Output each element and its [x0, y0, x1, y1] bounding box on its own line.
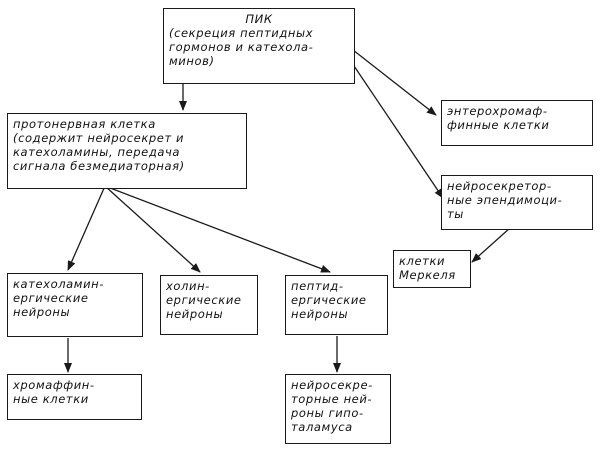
node-line: ПИК: [245, 12, 273, 26]
edge-pik-to-enterochromaffin: [352, 49, 437, 116]
edge-protoneural-to-peptidergic: [104, 185, 331, 273]
node-line: нейросекретор-: [447, 179, 552, 193]
node-line: клетки: [399, 254, 446, 268]
node-neurosecretory-ependymocytes: нейросекретор- ные эпендимоци- ты: [441, 175, 593, 230]
node-line: протонервная клетка: [13, 117, 156, 131]
node-line: хромаффин-: [13, 378, 95, 392]
edge-pik-to-ependymocytes: [349, 59, 444, 199]
node-line: пептид-: [291, 279, 344, 293]
node-line: торные ней-: [291, 392, 373, 406]
node-line: ные клетки: [13, 392, 89, 406]
node-line: нейроны: [13, 305, 71, 319]
node-line: финные клетки: [447, 118, 550, 132]
node-pik: ПИК (секреция пептидных гормонов и катех…: [163, 8, 355, 84]
node-line: нейроны: [166, 307, 224, 321]
node-merkel-cells: клетки Меркеля: [393, 250, 471, 288]
node-enterochromaffin-cells: энтерохромаф- финные клетки: [441, 100, 593, 146]
node-line: (содержит нейросекрет и: [13, 131, 185, 145]
node-line: (секреция пептидных: [169, 26, 314, 40]
node-line: ные эпендимоци-: [447, 193, 563, 207]
node-chromaffin-cells: хромаффин- ные клетки: [7, 374, 142, 420]
node-hypothalamic-neurosecretory-neurons: нейросекре- торные ней- роны гипо- талам…: [285, 374, 391, 444]
node-line: таламуса: [291, 420, 353, 434]
node-line: гормонов и катехола-: [169, 40, 314, 54]
node-line: минов): [169, 54, 215, 68]
node-line: сигнала безмедиаторная): [13, 159, 185, 173]
node-catecholaminergic-neurons: катехоламин- ергические нейроны: [7, 273, 143, 337]
node-peptidergic-neurons: пептид- ергические нейроны: [285, 275, 388, 335]
node-line: энтерохромаф-: [447, 104, 548, 118]
node-line: катехоламин-: [13, 277, 105, 291]
node-line: роны гипо-: [291, 406, 364, 420]
node-line: нейросекре-: [291, 378, 373, 392]
node-line: нейроны: [291, 307, 349, 321]
node-line: ты: [447, 207, 464, 221]
node-line: ергические: [291, 293, 367, 307]
node-line: катехоламины, передача: [13, 145, 181, 159]
node-line: ергические: [13, 291, 89, 305]
node-cholinergic-neurons: холин- ергические нейроны: [160, 275, 258, 335]
edge-protoneural-to-cholinergic: [104, 185, 201, 273]
node-line: ергические: [166, 293, 242, 307]
node-line: холин-: [166, 279, 210, 293]
edge-protoneural-to-catecholaminergic: [67, 185, 106, 271]
node-line: Меркеля: [399, 268, 456, 282]
edge-ependymocytes-to-merkel: [471, 227, 511, 263]
node-protoneural-cell: протонервная клетка (содержит нейросекре…: [7, 113, 247, 189]
